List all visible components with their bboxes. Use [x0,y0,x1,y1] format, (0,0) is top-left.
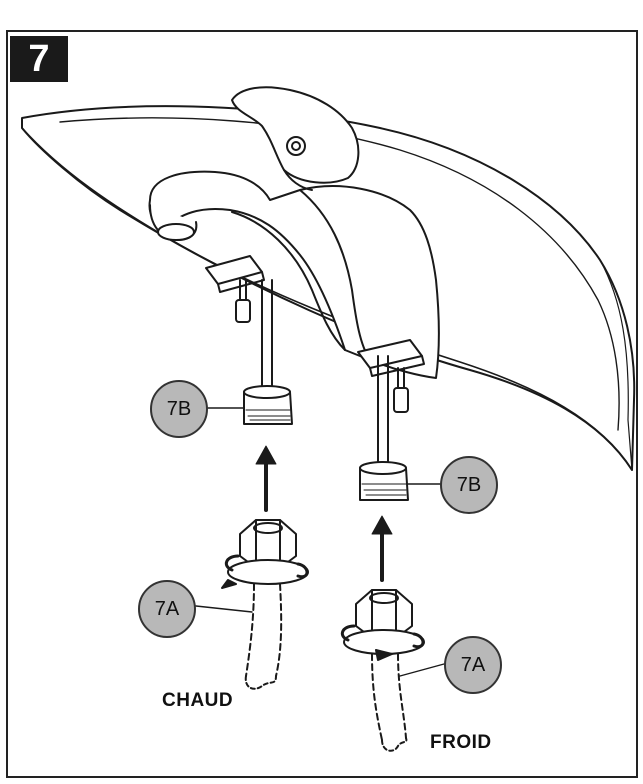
cold-shank [377,355,389,469]
sink-rim-inner [59,117,620,431]
hot-supply-tube [245,583,283,677]
faucet-handle [231,86,360,184]
sink-rim-outer [21,127,633,471]
leader-hot-supply [195,605,253,613]
callout-cold-adapter-nut: 7B [440,456,498,514]
faucet-aerator [157,223,195,241]
hot-coupling-nut [221,519,309,589]
step-number-badge: 7 [10,36,68,82]
faucet-front-line [299,189,371,361]
callout-cold-supply: 7A [444,636,502,694]
faucet-base-curve [231,211,346,351]
cold-label: FROID [430,732,492,753]
faucet-body [148,170,440,379]
sink-edge-thickness [599,259,633,471]
callout-hot-adapter-nut: 7B [150,380,208,438]
leader-cold-supply [399,663,445,677]
hot-shank [261,279,273,393]
cold-supply-tube [371,653,407,741]
callout-hot-supply: 7A [138,580,196,638]
cold-coupling-nut [340,589,425,661]
hot-label: CHAUD [162,690,234,711]
